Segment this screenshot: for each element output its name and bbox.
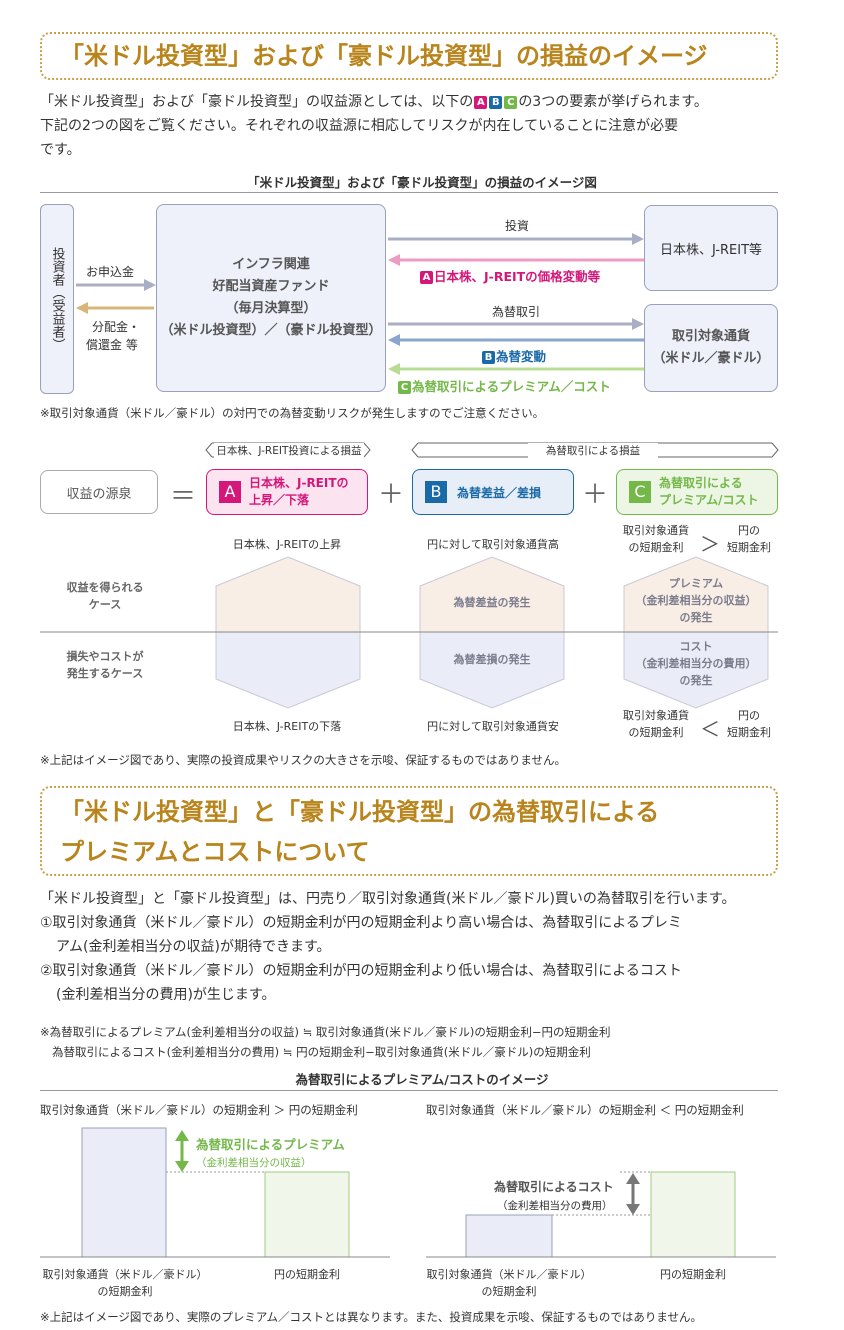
left-yen-caption: 円の短期金利 bbox=[274, 1268, 340, 1281]
arrow-b-icon bbox=[388, 334, 400, 346]
cost-label-1: 為替取引によるコスト bbox=[494, 1180, 614, 1194]
loss-case-label: 損失やコストが発生するケース bbox=[66, 650, 144, 680]
section2-title-1: 「米ドル投資型」と「豪ドル投資型」の為替取引による bbox=[60, 798, 660, 826]
badge-b-icon: B bbox=[489, 96, 503, 109]
source-a-box: A 日本株、J-REITの上昇／下落 bbox=[206, 469, 368, 515]
source-b-box: B 為替差益／差損 bbox=[412, 469, 574, 515]
subscription-label: お申込金 bbox=[86, 265, 135, 279]
section2-header: 「米ドル投資型」と「豪ドル投資型」の為替取引による プレミアムとコストについて bbox=[40, 786, 778, 876]
badge-a-icon: A bbox=[474, 96, 488, 109]
source-label-box: 収益の源泉 bbox=[40, 470, 158, 514]
badge-c-icon: C bbox=[504, 96, 518, 109]
distribution-label-1: 分配金・ bbox=[92, 320, 141, 334]
flow-arrows bbox=[76, 233, 644, 375]
b-bottom-caption: 円に対して取引対象通貨安 bbox=[427, 720, 559, 733]
b-gain-label: 為替差益の発生 bbox=[453, 596, 531, 609]
right-yen-caption: 円の短期金利 bbox=[660, 1268, 726, 1281]
left-foreign-bar bbox=[81, 1127, 167, 1258]
premium-cost-bars bbox=[40, 1127, 776, 1258]
source-a-badge: A bbox=[219, 481, 241, 503]
arrow-distribution-icon bbox=[76, 302, 88, 314]
equals-sign: ＝ bbox=[170, 482, 197, 512]
currency-box: 取引対象通貨 （米ドル／豪ドル） bbox=[644, 304, 778, 392]
premium-label-2: （金利差相当分の収益） bbox=[196, 1157, 312, 1169]
left-yen-bar bbox=[264, 1171, 350, 1258]
arrow-fxtrade-icon bbox=[632, 318, 644, 330]
b-loss-label: 為替差損の発生 bbox=[453, 653, 531, 666]
left-chart-title: 取引対象通貨（米ドル／豪ドル）の短期金利 ＞ 円の短期金利 bbox=[40, 1103, 358, 1117]
arrow-investment-icon bbox=[632, 233, 644, 245]
left-foreign-caption: 取引対象通貨（米ドル／豪ドル）の短期金利 bbox=[42, 1268, 208, 1298]
c-top-left: 取引対象通貨の短期金利 bbox=[623, 524, 689, 554]
premium-arrow-up-icon bbox=[175, 1130, 189, 1141]
distribution-label-2: 償還金 等 bbox=[86, 338, 138, 352]
c-bottom-right: 円の短期金利 bbox=[727, 709, 771, 739]
right-foreign-bar bbox=[465, 1214, 553, 1258]
fund-box: インフラ関連 好配当資産ファンド （毎月決算型） （米ドル投資型）／（豪ドル投資… bbox=[156, 204, 386, 392]
section2-title-2: プレミアムとコストについて bbox=[60, 838, 370, 866]
stocks-box: 日本株、J-REIT等 bbox=[644, 205, 778, 291]
c-gain-label: プレミアム（金利差相当分の収益）の発生 bbox=[635, 577, 757, 624]
section1-header: 「米ドル投資型」および「豪ドル投資型」の損益のイメージ bbox=[40, 32, 778, 80]
source-c-badge: C bbox=[629, 481, 651, 503]
a-bottom-caption: 日本株、J-REITの下落 bbox=[232, 720, 342, 733]
diagram-title-rule bbox=[40, 192, 778, 193]
right-yen-bar bbox=[650, 1171, 736, 1258]
premium-label-1: 為替取引によるプレミアム bbox=[196, 1137, 345, 1152]
arrow-subscription-icon bbox=[144, 279, 156, 291]
section2-body: 「米ドル投資型」と「豪ドル投資型」は、円売り／取引対象通貨(米ドル／豪ドル)買い… bbox=[40, 891, 736, 1003]
c-bottom-lt: ＜ bbox=[700, 717, 720, 741]
c-loss-label: コスト（金利差相当分の費用）の発生 bbox=[635, 640, 757, 687]
chart-title-rule bbox=[40, 1090, 778, 1091]
diagram-note: ※取引対象通貨（米ドル／豪ドル）の対円での為替変動リスクが発生しますのでご注意く… bbox=[40, 406, 545, 420]
c-top-gt: ＞ bbox=[700, 532, 720, 556]
investment-label: 投資 bbox=[505, 219, 530, 233]
plus-sign-1: ＋ bbox=[378, 480, 405, 510]
premium-arrow-down-icon bbox=[175, 1161, 189, 1172]
right-foreign-caption: 取引対象通貨（米ドル／豪ドル）の短期金利 bbox=[426, 1268, 592, 1298]
c-bottom-left: 取引対象通貨の短期金利 bbox=[623, 709, 689, 739]
diagram-title: 「米ドル投資型」および「豪ドル投資型」の損益のイメージ図 bbox=[247, 175, 597, 190]
arrow-a-icon bbox=[388, 254, 400, 266]
source-c-box: C 為替取引によるプレミアム/コスト bbox=[616, 469, 778, 515]
sources-note: ※上記はイメージ図であり、実際の投資成果やリスクの大きさを示唆、保証するものでは… bbox=[40, 753, 566, 767]
plus-sign-2: ＋ bbox=[582, 480, 609, 510]
arrow-c-icon bbox=[388, 363, 400, 375]
image-chart-title: 為替取引によるプレミアム/コストのイメージ bbox=[295, 1072, 549, 1087]
cost-arrow-up-icon bbox=[626, 1173, 640, 1184]
gain-case-label: 収益を得られるケース bbox=[66, 581, 144, 611]
final-note: ※上記はイメージ図であり、実際のプレミアム／コストとは異なります。また、投資成果… bbox=[40, 1310, 703, 1324]
bracket-right-label: 為替取引による損益 bbox=[528, 443, 658, 458]
cost-arrow-down-icon bbox=[626, 1204, 640, 1215]
section2-note-1: ※為替取引によるプレミアム(金利差相当分の収益) ≒ 取引対象通貨(米ドル／豪ド… bbox=[40, 1025, 611, 1039]
hexagon-chart bbox=[40, 556, 778, 709]
c-top-right: 円の短期金利 bbox=[727, 524, 771, 554]
fxtrade-label: 為替取引 bbox=[492, 305, 541, 319]
bracket-left-label: 日本株、J-REIT投資による損益 bbox=[214, 443, 364, 458]
cost-label-2: （金利差相当分の費用） bbox=[497, 1200, 613, 1212]
right-chart-title: 取引対象通貨（米ドル／豪ドル）の短期金利 ＜ 円の短期金利 bbox=[426, 1103, 744, 1117]
b-top-caption: 円に対して取引対象通貨高 bbox=[427, 538, 559, 551]
section1-title: 「米ドル投資型」および「豪ドル投資型」の損益のイメージ bbox=[60, 42, 708, 70]
bracket-arrows bbox=[205, 442, 779, 458]
source-b-badge: B bbox=[425, 481, 447, 503]
section2-note-2: 為替取引によるコスト(金利差相当分の費用) ≒ 円の短期金利−取引対象通貨(米ド… bbox=[52, 1045, 591, 1059]
a-top-caption: 日本株、J-REITの上昇 bbox=[232, 538, 342, 551]
investor-box: 投資者（受益者） bbox=[40, 204, 74, 394]
